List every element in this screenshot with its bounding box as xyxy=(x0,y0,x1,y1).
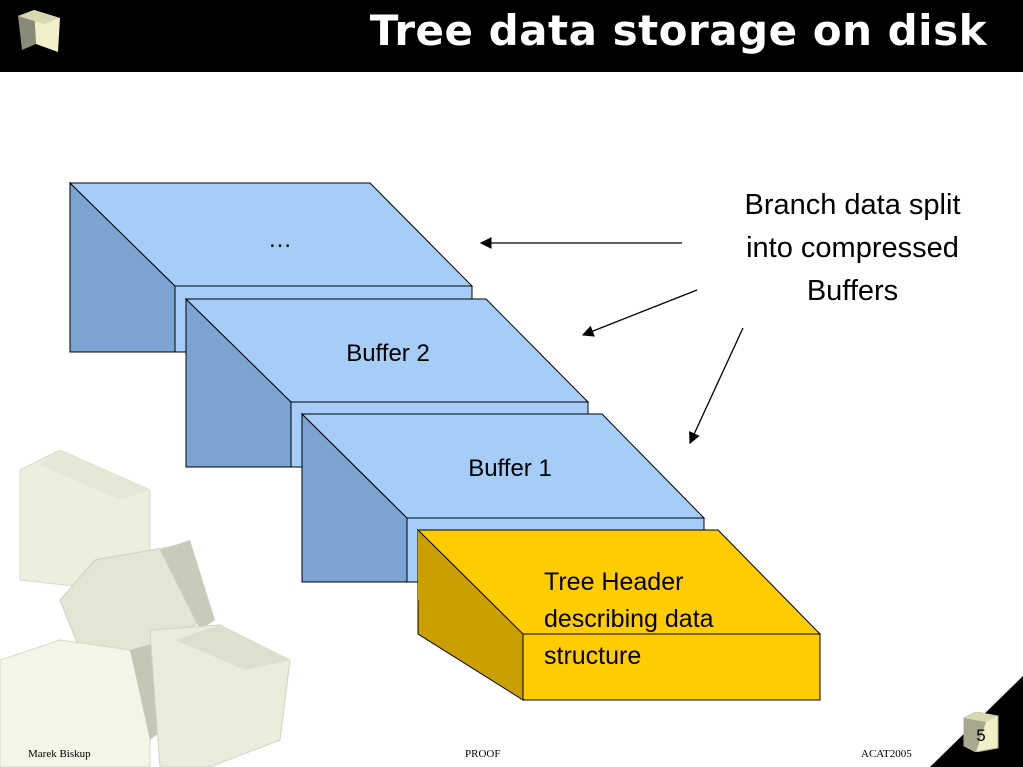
page-number: 5 xyxy=(976,726,986,745)
tree-header-line: describing data xyxy=(544,605,714,633)
footer-conference: ACAT2005 xyxy=(861,748,912,760)
annotation-line: Buffers xyxy=(806,275,899,307)
cube-logo-icon xyxy=(18,10,60,52)
annotation-text: Branch data split into compressed Buffer… xyxy=(700,184,1005,313)
arrow-to-buffer-1 xyxy=(689,327,744,445)
buffer-1-label: Buffer 1 xyxy=(468,455,552,482)
footer-center: PROOF xyxy=(465,748,501,760)
arrow-to-buffer-2 xyxy=(581,289,698,337)
tree-header-block xyxy=(416,528,822,701)
buffer-ellipsis-label: … xyxy=(268,226,292,253)
buffer-2-label: Buffer 2 xyxy=(346,340,430,367)
tree-header-line: Tree Header xyxy=(544,568,684,596)
decorative-cubes xyxy=(0,449,291,767)
slide-title: Tree data storage on disk xyxy=(369,6,987,55)
page-number-badge: 5 xyxy=(962,712,1000,752)
annotation-line: Branch data split xyxy=(744,189,961,221)
title-bar: Tree data storage on disk xyxy=(0,0,1023,72)
annotation-line: into compressed xyxy=(746,232,959,264)
tree-header-line: structure xyxy=(544,642,642,670)
footer-author: Marek Biskup xyxy=(28,748,91,760)
tree-header-label: Tree Header describing data structure xyxy=(544,564,714,675)
page-number-cube-icon xyxy=(963,712,999,752)
